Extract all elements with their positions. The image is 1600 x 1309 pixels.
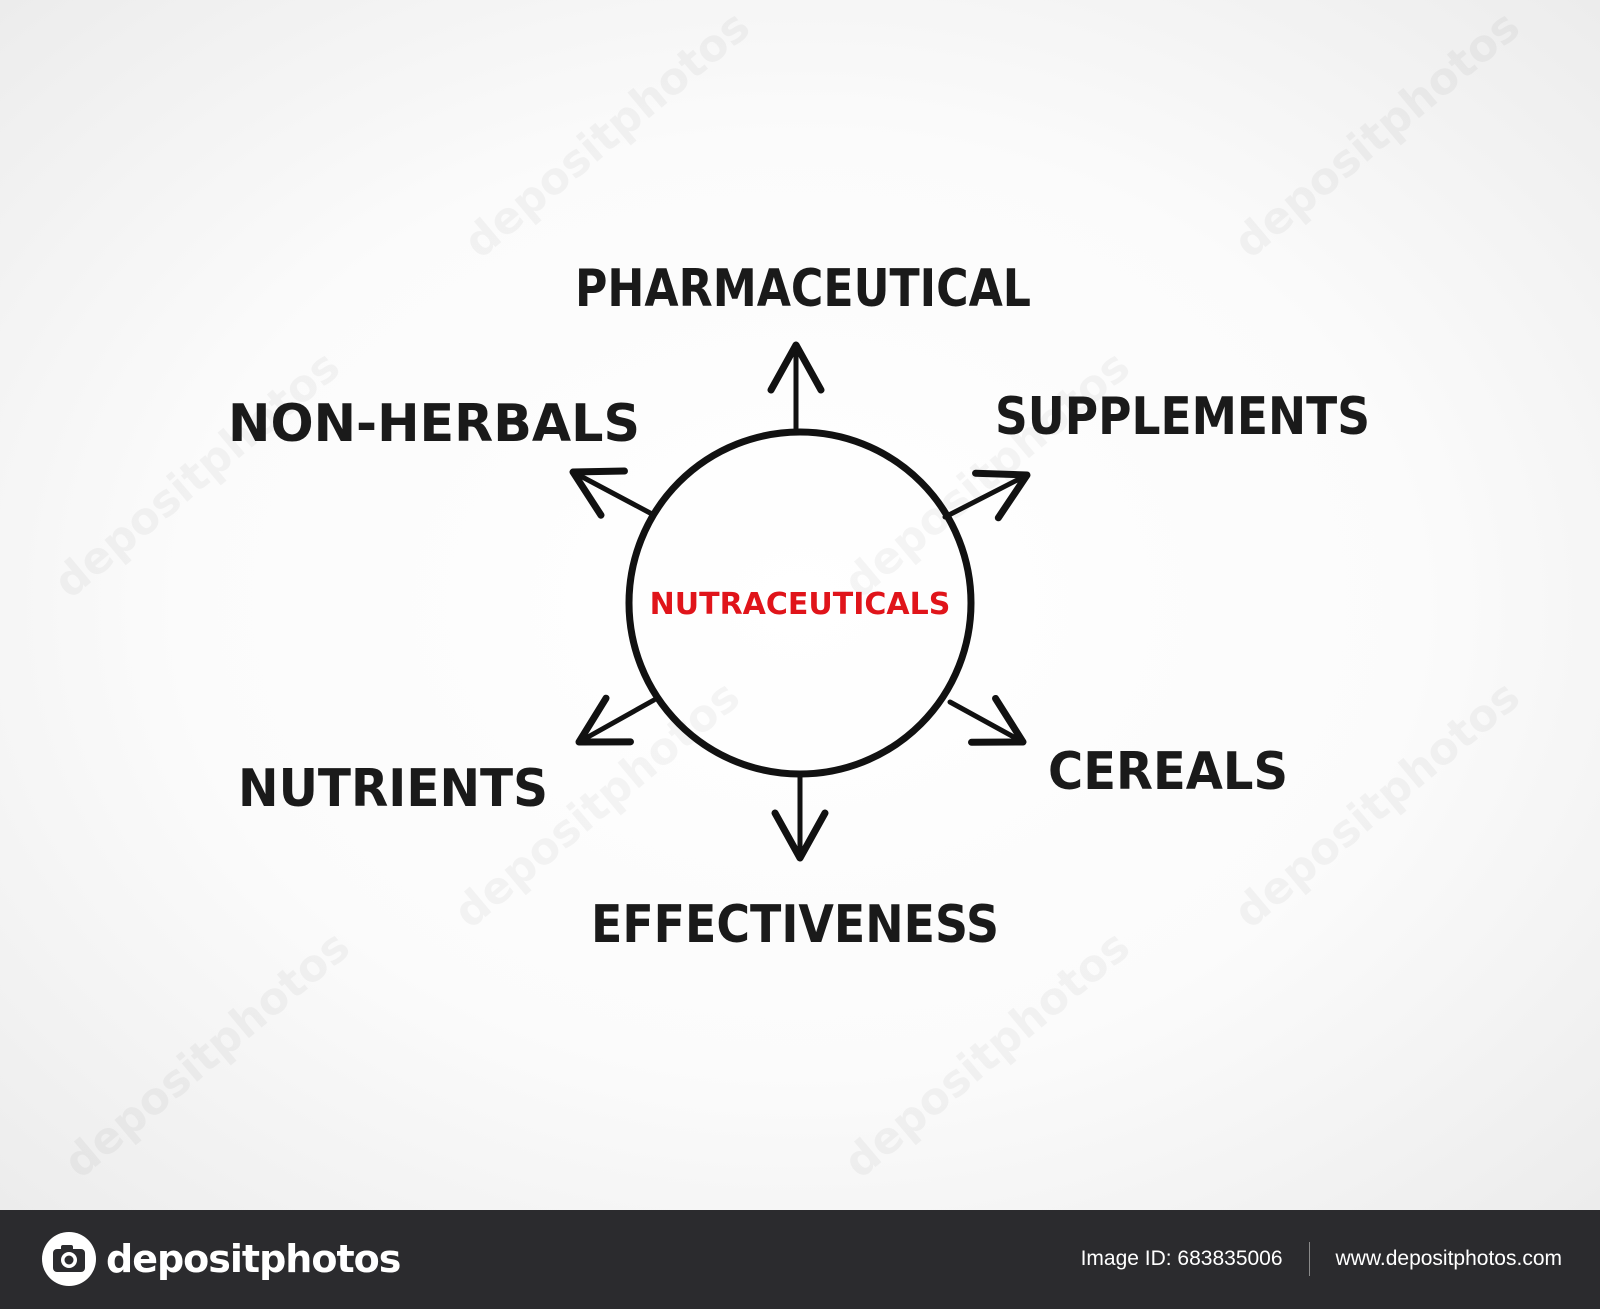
image-id: Image ID: 683835006 bbox=[1080, 1247, 1283, 1270]
arrow-nutrients bbox=[575, 694, 657, 746]
footer-info: Image ID: 683835006 www.depositphotos.co… bbox=[1081, 1242, 1562, 1276]
footer-bar: depositphotos Image ID: 683835006 www.de… bbox=[0, 1210, 1600, 1309]
svg-text:depositphotos: depositphotos bbox=[454, 1, 759, 269]
node-non-herbals: NON-HERBALS bbox=[228, 394, 640, 454]
node-cereals: CEREALS bbox=[1048, 742, 1288, 802]
svg-text:depositphotos: depositphotos bbox=[54, 921, 359, 1189]
arrow-cereals bbox=[947, 694, 1027, 746]
svg-text:depositphotos: depositphotos bbox=[834, 341, 1139, 609]
brand-name: depositphotos bbox=[106, 1237, 401, 1281]
svg-text:depositphotos: depositphotos bbox=[44, 341, 349, 609]
footer-divider bbox=[1308, 1242, 1310, 1276]
site-url[interactable]: www.depositphotos.com bbox=[1335, 1247, 1562, 1270]
node-supplements: SUPPLEMENTS bbox=[995, 387, 1370, 447]
mind-map-diagram: depositphotos depositphotos depositphoto… bbox=[44, 1, 1529, 1189]
camera-icon bbox=[42, 1232, 96, 1286]
svg-text:depositphotos: depositphotos bbox=[834, 921, 1139, 1189]
node-nutrients: NUTRIENTS bbox=[238, 759, 548, 819]
diagram-canvas: depositphotos depositphotos depositphoto… bbox=[0, 0, 1600, 1210]
arrow-non-herbals bbox=[569, 467, 655, 519]
depositphotos-logo[interactable]: depositphotos bbox=[40, 1230, 401, 1288]
svg-text:depositphotos: depositphotos bbox=[1224, 671, 1529, 939]
center-circle bbox=[625, 428, 975, 778]
node-pharmaceutical: PHARMACEUTICAL bbox=[575, 259, 1031, 319]
center-label: NUTRACEUTICALS bbox=[650, 587, 951, 622]
arrow-supplements bbox=[942, 469, 1031, 522]
node-effectiveness: EFFECTIVENESS bbox=[591, 895, 999, 955]
svg-text:depositphotos: depositphotos bbox=[1224, 1, 1529, 269]
